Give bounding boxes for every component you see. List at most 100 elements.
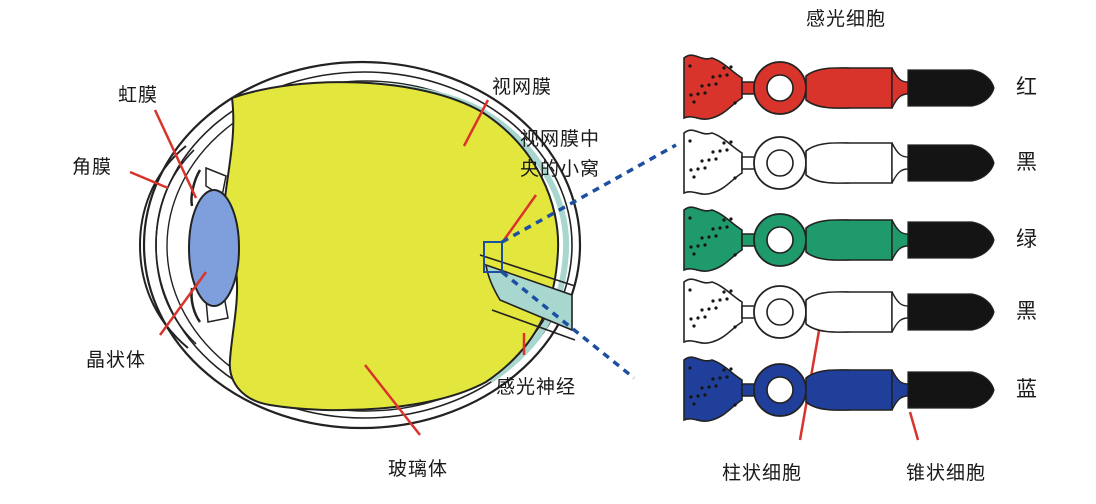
speckle <box>722 141 726 145</box>
speckle <box>733 101 737 105</box>
pointer-cornea <box>129 170 169 190</box>
zoom-line-bottom <box>500 270 636 380</box>
pointer-retina <box>462 99 490 147</box>
cell-body <box>683 278 743 344</box>
speckle <box>718 298 722 302</box>
speckle <box>733 325 737 329</box>
cell-body <box>683 206 743 272</box>
lens <box>188 189 240 307</box>
speckle <box>711 299 715 303</box>
speckle <box>689 168 693 172</box>
label-optic-nerve: 感光神经 <box>496 376 577 398</box>
iris-top <box>190 169 202 207</box>
cell-body <box>683 129 743 195</box>
speckle <box>714 82 718 86</box>
speckle <box>707 385 711 389</box>
vitreous-body <box>224 81 560 412</box>
pointer-iris <box>153 109 198 199</box>
speckle <box>729 140 733 144</box>
speckle <box>722 66 726 70</box>
speckle <box>692 252 696 256</box>
zoom-lines <box>500 143 677 380</box>
pointer-cone <box>908 411 920 441</box>
speckle <box>707 307 711 311</box>
speckle <box>711 227 715 231</box>
speckle <box>688 366 692 370</box>
speckle <box>688 288 692 292</box>
cell-neck <box>891 219 909 261</box>
cell-nucleus-hole <box>766 149 794 177</box>
cell-row-4 <box>683 278 995 344</box>
cell-nucleus-hole <box>766 376 794 404</box>
speckle <box>707 83 711 87</box>
speckle <box>729 289 733 293</box>
optic-nerve-sheath <box>479 254 576 341</box>
speckle <box>696 244 700 248</box>
cell-nucleus-hole <box>766 226 794 254</box>
speckle <box>700 159 704 163</box>
row-color-label-5: 蓝 <box>1016 377 1038 401</box>
speckle <box>714 384 718 388</box>
pointer-lens <box>158 271 208 336</box>
row-color-label-2: 黑 <box>1016 150 1038 174</box>
pointer-fovea <box>502 194 538 241</box>
speckle <box>689 395 693 399</box>
label-rod-cell: 柱状细胞 <box>722 462 803 484</box>
speckle <box>696 316 700 320</box>
speckle <box>729 217 733 221</box>
speckle <box>711 75 715 79</box>
label-iris: 虹膜 <box>118 84 159 106</box>
pointer-lines <box>129 99 920 441</box>
cell-inner-segment <box>805 67 893 109</box>
speckle <box>733 403 737 407</box>
cell-inner-segment <box>805 369 893 411</box>
speckle <box>703 166 707 170</box>
speckle <box>689 317 693 321</box>
label-cone-cell: 锥状细胞 <box>906 462 987 484</box>
speckle <box>700 308 704 312</box>
label-cornea: 角膜 <box>72 156 113 178</box>
cone-outer-segment <box>907 371 995 409</box>
speckle <box>725 148 729 152</box>
rod-outer-segment <box>907 293 995 331</box>
cornea <box>138 145 189 349</box>
row-color-label-3: 绿 <box>1016 227 1038 251</box>
cell-row-3 <box>683 206 995 272</box>
speckle <box>703 315 707 319</box>
speckle <box>714 306 718 310</box>
speckle <box>688 216 692 220</box>
cell-body <box>683 356 743 422</box>
label-fovea-line1: 视网膜中 <box>520 128 601 150</box>
eyeball <box>138 60 582 430</box>
speckle <box>692 324 696 328</box>
cell-row-2 <box>683 129 995 195</box>
cell-neck <box>891 142 909 184</box>
speckle <box>688 64 692 68</box>
cone-outer-segment <box>907 69 995 107</box>
speckle <box>688 139 692 143</box>
speckle <box>729 367 733 371</box>
speckle <box>718 149 722 153</box>
cell-body <box>683 54 743 120</box>
speckle <box>711 377 715 381</box>
cell-neck <box>891 369 909 411</box>
cone-outer-segment <box>907 221 995 259</box>
speckle <box>722 218 726 222</box>
speckle <box>718 376 722 380</box>
speckle <box>692 175 696 179</box>
speckle <box>696 92 700 96</box>
speckle <box>700 236 704 240</box>
speckle <box>703 91 707 95</box>
speckle <box>718 74 722 78</box>
cell-row-1 <box>683 54 995 120</box>
speckle <box>733 176 737 180</box>
speckle <box>714 157 718 161</box>
speckle <box>703 243 707 247</box>
label-lens: 晶状体 <box>86 349 147 371</box>
pointer-vitreous <box>364 364 421 436</box>
fovea-box <box>483 241 503 273</box>
speckle <box>703 393 707 397</box>
speckle <box>722 290 726 294</box>
speckle <box>725 375 729 379</box>
